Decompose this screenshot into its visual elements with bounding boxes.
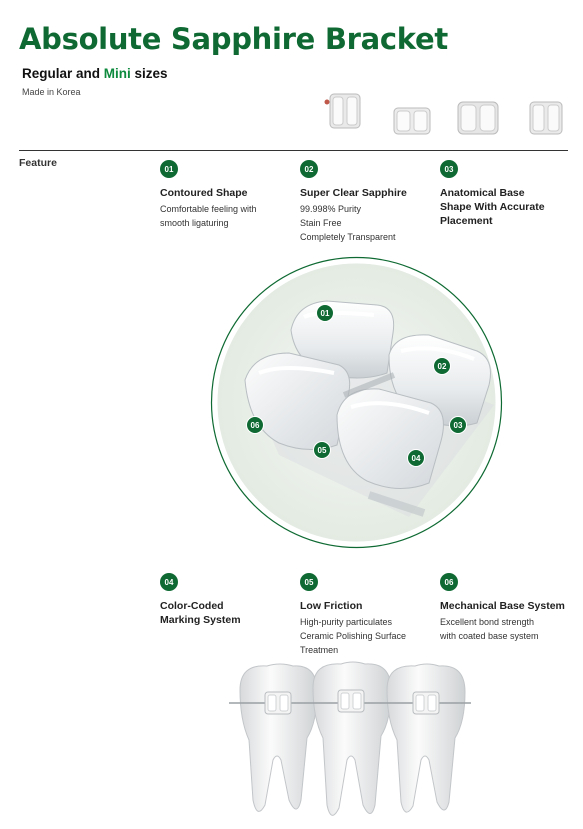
feature-description-line: Stain Free [300,218,342,228]
feature-description-line: Ceramic Polishing Surface [300,631,407,641]
feature-05: 05 Low Friction High-purity particulates… [300,573,440,657]
tooth-right [386,663,466,813]
feature-title-line: Placement [440,215,493,227]
feature-title: Super Clear Sapphire [300,187,407,199]
bracket-middle [337,689,365,713]
page-title: Absolute Sapphire Bracket [19,22,448,56]
section-divider [19,150,568,151]
feature-06: 06 Mechanical Base System Excellent bond… [440,573,580,643]
bracket-illustration [210,256,503,549]
bracket-thumbnail-4 [529,101,563,135]
feature-title-line: Shape With Accurate [440,201,545,213]
feature-title-line: Anatomical Base [440,187,525,199]
feature-description: Excellent bond strength with coated base… [440,615,580,643]
feature-title: Color-Coded Marking System [160,599,300,627]
feature-number-badge: 02 [300,160,318,178]
feature-04: 04 Color-Coded Marking System [160,573,300,627]
diagram-marker-01: 01 [316,304,334,322]
diagram-marker-02: 02 [433,357,451,375]
feature-02: 02 Super Clear Sapphire 99.998% Purity S… [300,160,440,244]
teeth-with-braces-illustration [229,661,471,816]
product-thumbnails [318,88,568,140]
tooth-left [239,663,318,812]
diagram-marker-04: 04 [407,449,425,467]
bracket-left [264,691,292,715]
diagram-marker-06: 06 [246,416,264,434]
bracket-right [412,691,440,715]
feature-description: High-purity particulates Ceramic Polishi… [300,615,440,657]
feature-description-line: with coated base system [440,631,539,641]
feature-description: 99.998% Purity Stain Free Completely Tra… [300,202,440,244]
feature-number-badge: 01 [160,160,178,178]
feature-description: Comfortable feeling with smooth ligaturi… [160,202,300,230]
bracket-thumbnail-2 [393,107,431,135]
feature-03: 03 Anatomical Base Shape With Accurate P… [440,160,580,228]
subtitle-accent: Mini [103,66,131,81]
bracket-diagram: 01 02 03 04 05 06 [209,255,504,550]
bracket-thumbnail-3 [457,101,499,135]
feature-description-line: Completely Transparent [300,232,396,242]
section-label: Feature [19,157,57,169]
feature-title: Contoured Shape [160,187,248,199]
feature-number-badge: 04 [160,573,178,591]
feature-description-line: 99.998% Purity [300,204,362,214]
subtitle-pre: Regular and [22,66,104,81]
feature-title: Low Friction [300,600,363,612]
feature-number-badge: 05 [300,573,318,591]
feature-description-line: Comfortable feeling with [160,204,257,214]
subtitle-post: sizes [130,66,168,81]
feature-title-line: Color-Coded [160,600,224,612]
subtitle: Regular and Mini sizes [22,66,168,81]
feature-description-line: smooth ligaturing [160,218,229,228]
feature-description-line: Excellent bond strength [440,617,535,627]
tooth-middle [312,661,392,816]
feature-title: Anatomical Base Shape With Accurate Plac… [440,186,580,228]
bracket-thumbnail-1 [324,93,361,129]
feature-description-line: High-purity particulates [300,617,393,627]
feature-number-badge: 06 [440,573,458,591]
feature-01: 01 Contoured Shape Comfortable feeling w… [160,160,300,230]
diagram-marker-03: 03 [449,416,467,434]
diagram-marker-05: 05 [313,441,331,459]
feature-title-line: Marking System [160,614,241,626]
feature-number-badge: 03 [440,160,458,178]
feature-description-line: Treatmen [300,645,339,655]
feature-title: Mechanical Base System [440,600,565,612]
origin-label: Made in Korea [22,87,81,97]
